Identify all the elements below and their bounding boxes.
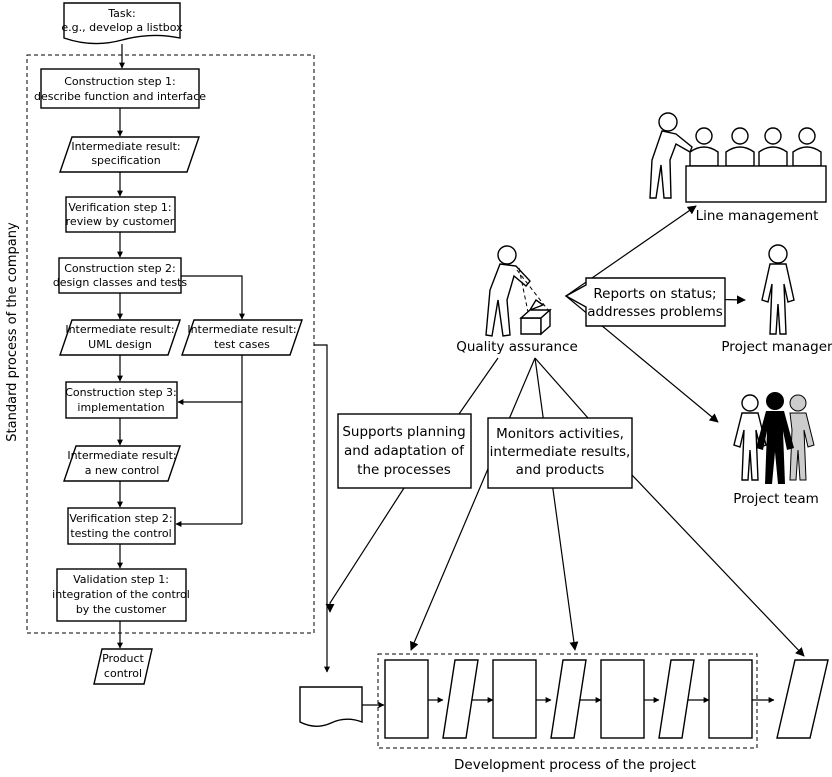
supports-line-1: Supports planning — [342, 424, 465, 440]
result-new-control — [63, 445, 181, 482]
management-table-icon — [649, 112, 827, 203]
monitors-line-1: Monitors activities, — [496, 426, 624, 442]
standard-process-frame — [26, 54, 315, 634]
reports-line-1: Reports on status; — [593, 286, 716, 302]
result-uml-desc: UML design — [88, 338, 152, 351]
result-specification — [59, 136, 200, 173]
final-product — [776, 659, 829, 739]
task-document — [63, 2, 181, 45]
construction-step-3-desc: implementation — [77, 401, 164, 414]
qa-arrows — [325, 205, 805, 657]
product-line-1: Product — [102, 652, 144, 665]
validation-step-1 — [56, 568, 187, 622]
standard-process-label: Standard process of the company — [5, 222, 20, 442]
standard-process-arrows — [117, 44, 330, 673]
supports-line-3: the processes — [357, 462, 451, 478]
result-uml-design — [59, 319, 181, 356]
quality-assurance-label: Quality assurance — [456, 339, 578, 355]
monitors-callout — [487, 417, 633, 489]
construction-step-3-title: Construction step 3: — [65, 386, 177, 399]
development-process-steps — [384, 659, 753, 739]
result-control-desc: a new control — [85, 464, 160, 477]
verification-step-1-desc: review by customer — [66, 215, 175, 228]
line-management-label: Line management — [696, 208, 819, 224]
project-team-label: Project team — [733, 491, 819, 507]
validation-step-1-line-3: by the customer — [76, 603, 167, 616]
construction-step-1-title: Construction step 1: — [64, 75, 176, 88]
monitors-line-2: intermediate results, — [490, 444, 631, 460]
task-line-2: e.g., develop a listbox — [61, 21, 183, 34]
construction-step-1 — [40, 68, 200, 109]
supports-callout — [337, 413, 472, 489]
verification-step-1 — [65, 196, 176, 233]
process-document — [299, 686, 363, 727]
verification-step-1-title: Verification step 1: — [68, 201, 171, 214]
verification-step-2-title: Verification step 2: — [69, 512, 172, 525]
product-line-2: control — [104, 667, 142, 680]
construction-step-2 — [58, 257, 182, 294]
construction-step-1-desc: describe function and interface — [34, 90, 206, 103]
reports-callout — [564, 277, 726, 327]
verification-step-2 — [67, 507, 176, 545]
project-manager-icon — [761, 244, 795, 335]
validation-step-1-line-2: integration of the control — [52, 588, 190, 601]
supports-line-2: and adaptation of — [344, 443, 465, 459]
result-tests-desc: test cases — [214, 338, 270, 351]
construction-step-2-title: Construction step 2: — [64, 262, 176, 275]
verification-step-2-desc: testing the control — [70, 527, 171, 540]
result-specification-title: Intermediate result: — [71, 140, 180, 153]
product-control — [93, 648, 153, 685]
reports-line-2: addresses problems — [587, 304, 723, 320]
result-test-cases — [181, 319, 303, 356]
project-team-icon — [733, 392, 815, 484]
task-line-1: Task: — [107, 7, 135, 20]
result-tests-title: Intermediate result: — [187, 323, 296, 336]
development-process-frame — [377, 653, 758, 749]
result-control-title: Intermediate result: — [67, 449, 176, 462]
project-manager-label: Project manager — [721, 339, 832, 355]
result-specification-desc: specification — [91, 154, 160, 167]
monitors-line-3: and products — [516, 462, 605, 478]
development-process-label: Development process of the project — [454, 757, 696, 773]
validation-step-1-title: Validation step 1: — [73, 573, 169, 586]
qa-inspector-icon — [485, 245, 552, 337]
construction-step-2-desc: design classes and tests — [53, 276, 188, 289]
result-uml-title: Intermediate result: — [65, 323, 174, 336]
construction-step-3 — [65, 381, 178, 419]
